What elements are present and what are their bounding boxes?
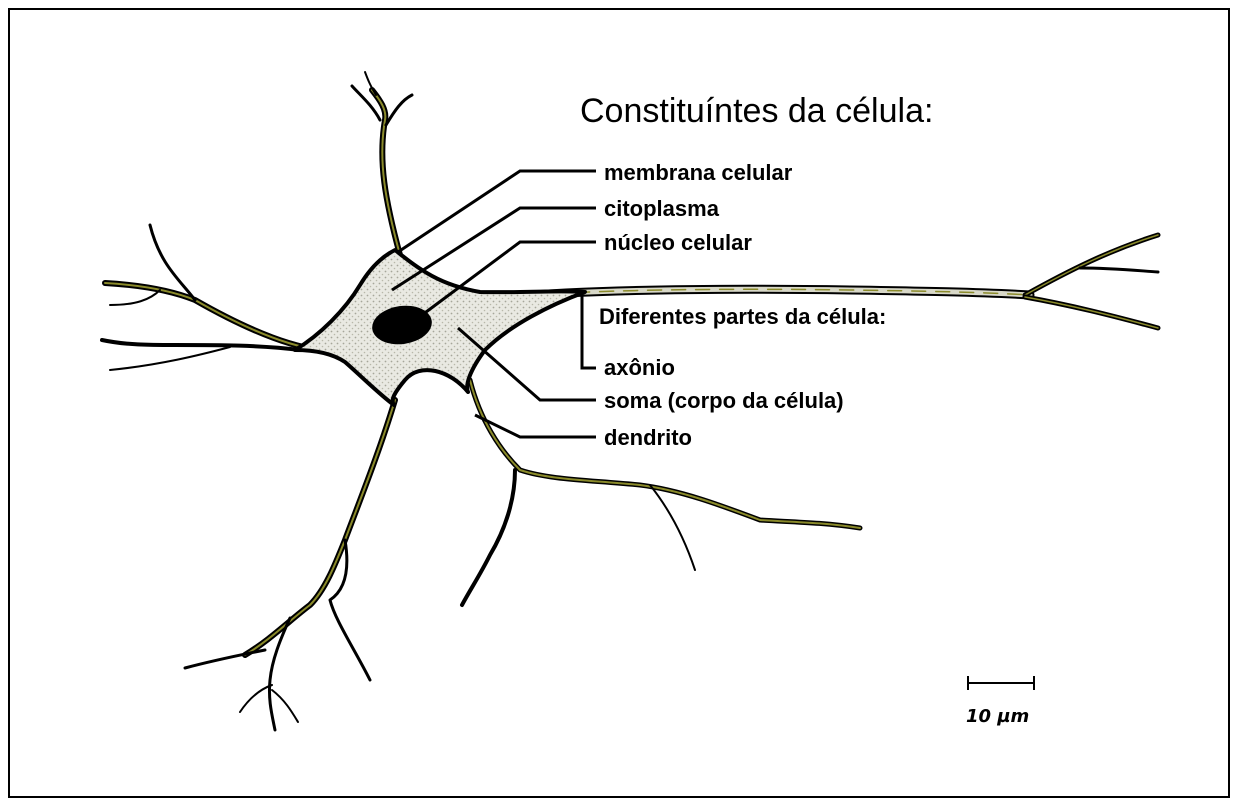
label-axon: axônio	[604, 355, 675, 380]
label-parts-heading: Diferentes partes da célula:	[599, 304, 886, 329]
scale-bar: 10 µm	[966, 676, 1034, 727]
label-nucleus: núcleo celular	[604, 230, 752, 255]
label-cytoplasm: citoplasma	[604, 196, 720, 221]
label-soma: soma (corpo da célula)	[604, 388, 844, 413]
label-dendrite: dendrito	[604, 425, 692, 450]
page-title: Constituíntes da célula:	[580, 92, 933, 130]
label-membrane: membrana celular	[604, 160, 793, 185]
scale-bar-label: 10 µm	[966, 706, 1029, 727]
soma-body	[295, 250, 585, 405]
